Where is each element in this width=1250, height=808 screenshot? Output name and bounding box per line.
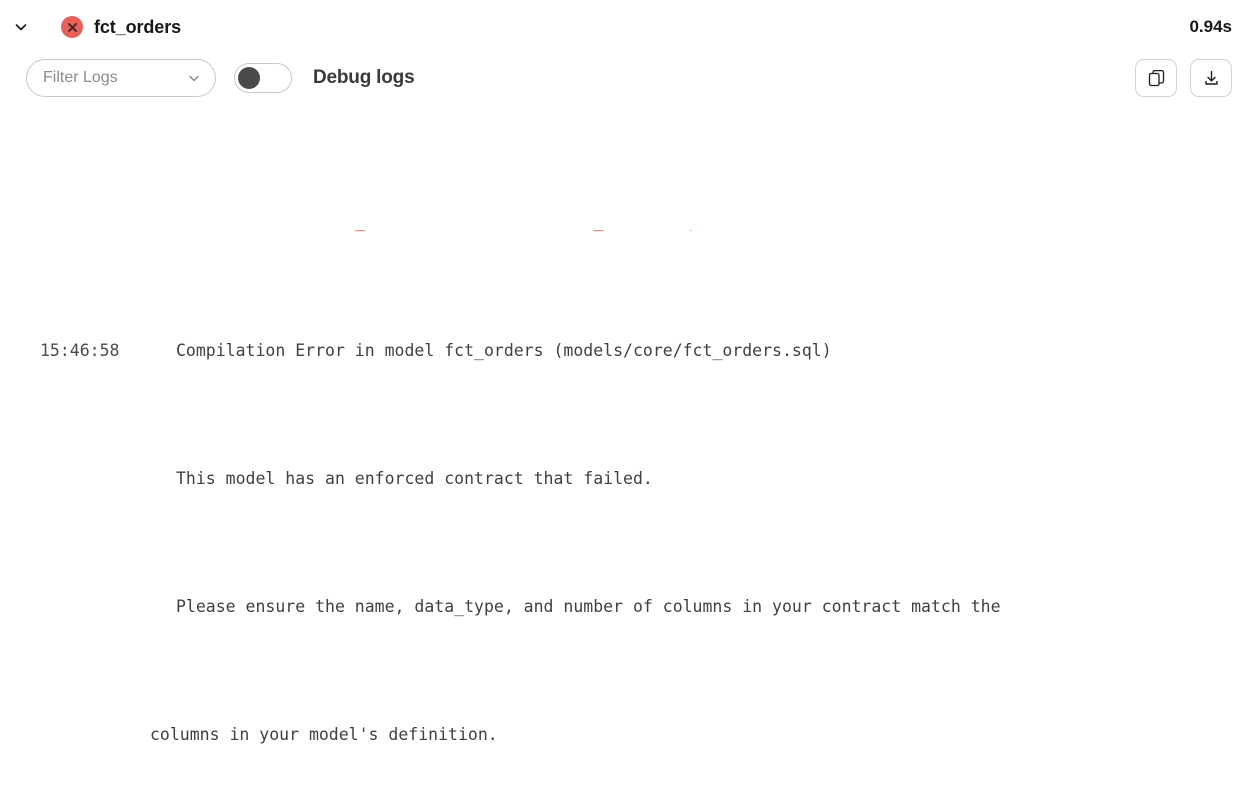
- collapse-chevron-icon[interactable]: [6, 12, 36, 42]
- copy-documents-icon: [1147, 69, 1166, 88]
- log-message: Please ensure the name, data_type, and n…: [176, 597, 1001, 616]
- debug-logs-label: Debug logs: [313, 67, 415, 88]
- log-line: This model has an enforced contract that…: [40, 463, 1250, 495]
- filter-logs-select[interactable]: Filter Logs: [26, 59, 216, 97]
- log-line: 15:46:58 Compilation Error in model fct_o…: [40, 335, 1250, 367]
- log-message: Compilation Error in model fct_orders (m…: [176, 341, 832, 360]
- filter-logs-label: Filter Logs: [43, 69, 118, 86]
- log-message: This model has an enforced contract that…: [176, 469, 653, 488]
- log-timestamp: 15:46:58: [40, 341, 120, 360]
- copy-logs-button[interactable]: [1135, 59, 1177, 97]
- download-tray-icon: [1202, 69, 1221, 88]
- chevron-down-icon: [187, 71, 201, 85]
- log-line: Please ensure the name, data_type, and n…: [40, 591, 1250, 623]
- log-line-wrapped: columns in your model's definition.: [40, 719, 1250, 751]
- log-output[interactable]: in model fct_orders (models/core/fct_ord…: [0, 102, 1250, 808]
- panel-header: fct_orders 0.94s: [0, 0, 1250, 54]
- debug-logs-toggle-knob: [238, 67, 260, 89]
- clipped-previous-log-text: in model fct_orders (models/core/fct_ord…: [216, 230, 743, 238]
- log-toolbar: Filter Logs Debug logs: [0, 54, 1250, 102]
- log-message: columns in your model's definition.: [150, 725, 498, 744]
- model-name-title: fct_orders: [94, 16, 182, 37]
- debug-logs-toggle[interactable]: [234, 63, 292, 93]
- error-circle-x-icon: [61, 16, 83, 38]
- elapsed-time: 0.94s: [1189, 17, 1232, 36]
- download-logs-button[interactable]: [1190, 59, 1232, 97]
- clipped-previous-log-line: in model fct_orders (models/core/fct_ord…: [40, 230, 1250, 239]
